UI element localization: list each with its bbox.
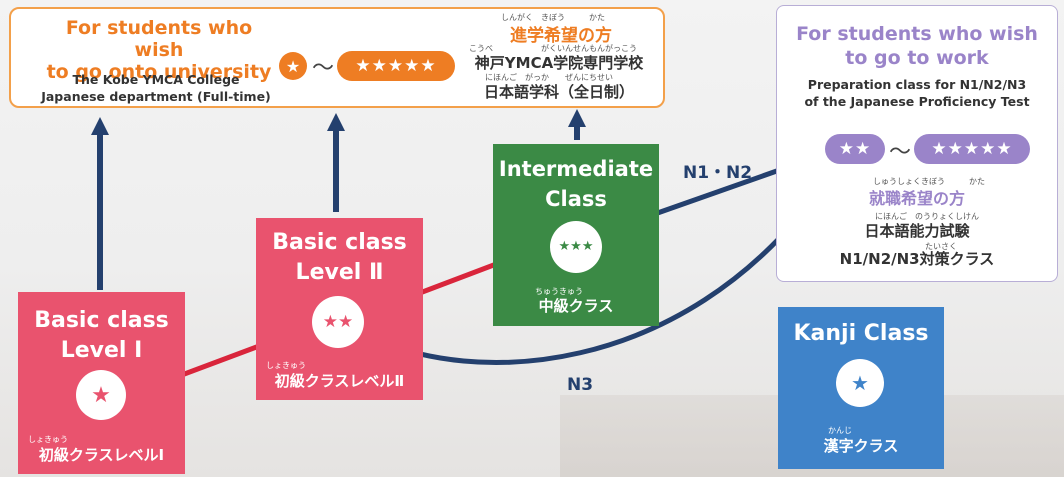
university-star-max-badge: ★★★★★ (337, 51, 455, 81)
star-icon: ★★★ (558, 239, 594, 254)
basic2-title-line2: Level Ⅱ (295, 260, 384, 285)
work-box: For students who wish to go to work Prep… (776, 5, 1058, 282)
basic-class-level1-box: Basic class Level Ⅰ ★ しょきゅう 初級クラスレベルⅠ (18, 292, 185, 474)
label-n3: N3 (567, 375, 594, 395)
intermediate-star-badge: ★★★ (550, 221, 602, 273)
star-icon: ★ (91, 382, 111, 408)
university-ruby-school: こうべ がくいんせんもんがっこう (469, 44, 637, 53)
intermediate-title: Intermediate Class (493, 154, 659, 214)
basic1-title-line1: Basic class (34, 308, 169, 333)
work-ruby-exam: にほんご のうりょくしけん (875, 212, 979, 221)
university-subtitle: The Kobe YMCA College Japanese departmen… (21, 71, 291, 105)
work-title-line1: For students who wish (796, 23, 1038, 45)
basic2-jp: 初級クラスレベルⅡ (274, 372, 405, 390)
kanji-jp: 漢字クラス (823, 437, 899, 455)
intermediate-class-box: Intermediate Class ★★★ ちゅうきゅう 中級クラス (493, 144, 659, 326)
star-icon: ★★ (838, 139, 872, 159)
work-jp-exam: 日本語能力試験 (864, 222, 970, 240)
university-title-line2: to go onto university (46, 61, 272, 83)
work-tilde: 〜 (889, 140, 912, 165)
work-ruby-heading: しゅうしょくきぼう かた (873, 177, 985, 186)
university-title: For students who wish to go onto univers… (39, 17, 279, 83)
intermediate-title-line1: Intermediate (498, 157, 654, 181)
basic2-title-line1: Basic class (272, 230, 407, 255)
star-icon: ★ (851, 371, 869, 395)
work-star-max-badge: ★★★★★ (914, 134, 1030, 164)
basic1-jp: 初級クラスレベルⅠ (38, 446, 165, 464)
basic1-star-badge: ★ (76, 370, 126, 420)
work-star-min-badge: ★★ (825, 134, 885, 164)
kanji-title: Kanji Class (793, 321, 929, 346)
basic2-title: Basic class Level Ⅱ (256, 228, 423, 288)
university-ruby-heading: しんがく きぼう かた (501, 13, 605, 22)
university-star-min-badge: ★ (279, 52, 307, 80)
work-sub-line1: Preparation class for N1/N2/N3 (807, 77, 1027, 92)
university-jp-school: 神戸YMCA学院専門学校 (474, 54, 644, 72)
intermediate-title-line2: Class (545, 187, 607, 211)
work-sub-line2: of the Japanese Proficiency Test (804, 94, 1030, 109)
star-icon: ★★ (322, 312, 354, 332)
basic-class-level2-box: Basic class Level Ⅱ ★★ しょきゅう 初級クラスレベルⅡ (256, 218, 423, 400)
university-jp-dept: 日本語学科（全日制） (483, 83, 634, 101)
star-icon: ★★★★★ (931, 139, 1013, 159)
kanji-star-badge: ★ (836, 359, 884, 407)
basic1-title: Basic class Level Ⅰ (18, 306, 185, 366)
kanji-class-box: Kanji Class ★ かんじ 漢字クラス (778, 307, 944, 469)
university-title-line1: For students who wish (65, 17, 253, 61)
label-n1-n2: N1・N2 (683, 163, 753, 183)
work-jp-heading: 就職希望の方 (868, 189, 965, 208)
basic1-ruby: しょきゅう (28, 435, 68, 444)
kanji-ruby: かんじ (828, 426, 852, 435)
work-title-line2: to go to work (845, 47, 989, 69)
university-sub-line1: The Kobe YMCA College (72, 72, 240, 87)
university-tilde: 〜 (312, 56, 335, 81)
university-box: For students who wish to go onto univers… (9, 7, 665, 108)
work-jp-course: N1/N2/N3対策クラス (839, 250, 995, 268)
intermediate-ruby: ちゅうきゅう (535, 287, 583, 296)
star-icon: ★ (285, 56, 301, 76)
work-ruby-course: たいさく (925, 242, 957, 251)
basic2-star-badge: ★★ (312, 296, 364, 348)
basic1-title-line2: Level Ⅰ (60, 338, 143, 363)
basic2-ruby: しょきゅう (266, 361, 306, 370)
intermediate-jp: 中級クラス (538, 297, 614, 315)
star-icon: ★★★★★ (355, 56, 437, 76)
university-jp-heading: 進学希望の方 (510, 26, 612, 46)
university-sub-line2: Japanese department (Full-time) (41, 89, 271, 104)
work-subtitle: Preparation class for N1/N2/N3 of the Ja… (777, 76, 1057, 110)
work-title: For students who wish to go to work (777, 22, 1057, 70)
university-ruby-dept: にほんご がっか ぜんにちせい (485, 73, 613, 82)
